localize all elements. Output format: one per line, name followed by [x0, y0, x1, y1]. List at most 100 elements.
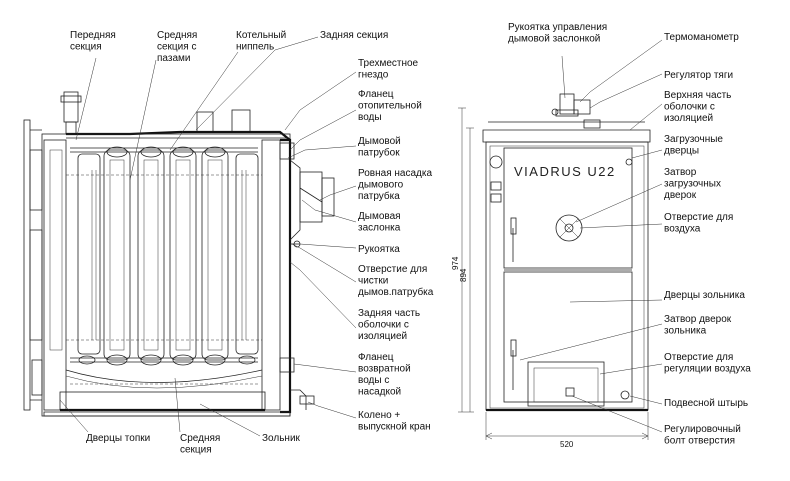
label-middle-section-grooves-line-2: секция с [157, 42, 196, 53]
label-flue-pipe-line-2: патрубок [358, 147, 400, 159]
label-return-water-flange-line-2: возвратной [358, 364, 411, 375]
label-ash-door-latch-line-1: Затвор дверок [664, 314, 732, 325]
label-smoke-damper-line-1: Дымовая [358, 211, 401, 222]
label-firebox-door: Дверцы топки [86, 433, 150, 444]
label-firebox-door-line-1: Дверцы топки [86, 433, 150, 444]
label-ash-doors-line-1: Дверцы зольника [664, 290, 745, 301]
label-return-water-flange-line-4: насадкой [358, 387, 401, 398]
label-middle-section-grooves-line-1: Средняя [157, 30, 197, 41]
dimension-lines: 974 894 520 [451, 107, 649, 449]
label-flue-pipe-line-1: Дымовой [358, 136, 401, 147]
dim-520: 520 [560, 440, 574, 449]
label-adjusting-bolt-line-1: Регулировочный [664, 424, 741, 435]
label-three-way-socket-line-2: гнездо [358, 70, 389, 81]
label-adjusting-bolt-line-2: болт отверстия [664, 435, 735, 447]
label-middle-section-line-2: секция [180, 445, 212, 456]
label-return-water-flange-line-1: Фланец [358, 352, 394, 363]
right-leaders [519, 39, 663, 433]
label-heating-water-flange-line-3: воды [358, 112, 382, 123]
label-middle-section-grooves-line-3: пазами [157, 53, 190, 64]
label-flue-cleaning-hole-line-2: чистки [358, 276, 388, 287]
label-return-water-flange-line-3: воды с [358, 375, 389, 386]
label-front-section-line-2: секция [70, 42, 102, 53]
label-rear-casing-insulated-line-2: оболочки с [358, 319, 409, 331]
label-loading-doors-line-2: дверцы [664, 146, 699, 157]
label-handle-line-1: Рукоятка [358, 244, 400, 255]
label-middle-section-line-1: Средняя [180, 433, 220, 444]
label-boiler-nipple-line-2: ниппель [236, 42, 274, 53]
label-heating-water-flange-line-1: Фланец [358, 89, 394, 100]
label-three-way-socket-line-1: Трехместное [358, 58, 419, 69]
label-flue-pipe-nozzle-line-1: Ровная насадка [358, 168, 432, 179]
label-boiler-nipple-line-1: Котельный [236, 30, 286, 41]
label-loading-doors-line-1: Загрузочные [664, 134, 723, 145]
label-damper-control-handle-line-1: Рукоятка управления [508, 22, 607, 33]
label-loading-door-latch-line-2: загрузочных [664, 179, 721, 190]
label-ash-door-latch-line-2: зольника [664, 326, 707, 337]
left-leaders [59, 36, 357, 437]
label-air-regulation-hole-line-1: Отверстие для [664, 352, 733, 363]
label-ash-doors: Дверцы зольника [664, 290, 745, 301]
label-loading-door-latch-line-3: дверок [664, 190, 697, 201]
label-draft-regulator-line-1: Регулятор тяги [664, 70, 733, 81]
label-flue-pipe-nozzle-line-2: дымового [358, 180, 404, 191]
label-rear-section-line-1: Задняя секция [320, 30, 388, 41]
label-draft-regulator: Регулятор тяги [664, 70, 733, 81]
label-thermomanometer-line-1: Термоманометр [664, 32, 739, 43]
label-flue-pipe-nozzle-line-3: патрубка [358, 190, 400, 202]
label-damper-control-handle-line-2: дымовой заслонкой [508, 34, 600, 45]
label-heating-water-flange-line-2: отопительной [358, 101, 422, 112]
label-air-regulation-hole-line-2: регуляции воздуха [664, 364, 751, 375]
label-air-hole-line-2: воздуха [664, 224, 701, 235]
label-thermomanometer: Термоманометр [664, 32, 739, 43]
label-rear-casing-insulated-line-3: изоляцией [358, 331, 407, 342]
label-hanging-pin-line-1: Подвесной штырь [664, 398, 748, 409]
label-elbow-drain: Колено +выпускной кран [358, 410, 431, 433]
dim-894: 894 [459, 268, 468, 282]
label-elbow-drain-line-2: выпускной кран [358, 422, 431, 433]
label-top-casing-line-3: изоляцией [664, 113, 713, 124]
label-air-hole-line-1: Отверстие для [664, 212, 733, 223]
dim-974: 974 [451, 256, 460, 270]
heat-exchanger-sections [65, 146, 263, 389]
label-smoke-damper-line-2: заслонка [358, 223, 401, 234]
thermomanometer-dial [489, 155, 503, 169]
label-rear-casing-insulated-line-1: Задняя часть [358, 308, 420, 319]
label-ash-pan-line-1: Зольник [262, 433, 301, 444]
label-loading-door-latch-line-1: Затвор [664, 167, 697, 178]
label-top-casing-line-2: оболочки с [664, 101, 715, 113]
label-flue-cleaning-hole-line-1: Отверстие для [358, 264, 427, 275]
label-top-casing-line-1: Верхняя часть [664, 90, 731, 101]
label-ash-pan: Зольник [262, 433, 301, 444]
label-hanging-pin: Подвесной штырь [664, 398, 748, 409]
label-handle: Рукоятка [358, 244, 400, 255]
brand-label: VIADRUS U22 [514, 164, 616, 179]
label-flue-cleaning-hole-line-3: дымов.патрубка [358, 286, 434, 298]
label-elbow-drain-line-1: Колено + [358, 410, 400, 421]
label-front-section-line-1: Передняя [70, 30, 116, 41]
front-view: VIADRUS U22 974 894 [451, 93, 651, 449]
section-view [23, 91, 335, 417]
